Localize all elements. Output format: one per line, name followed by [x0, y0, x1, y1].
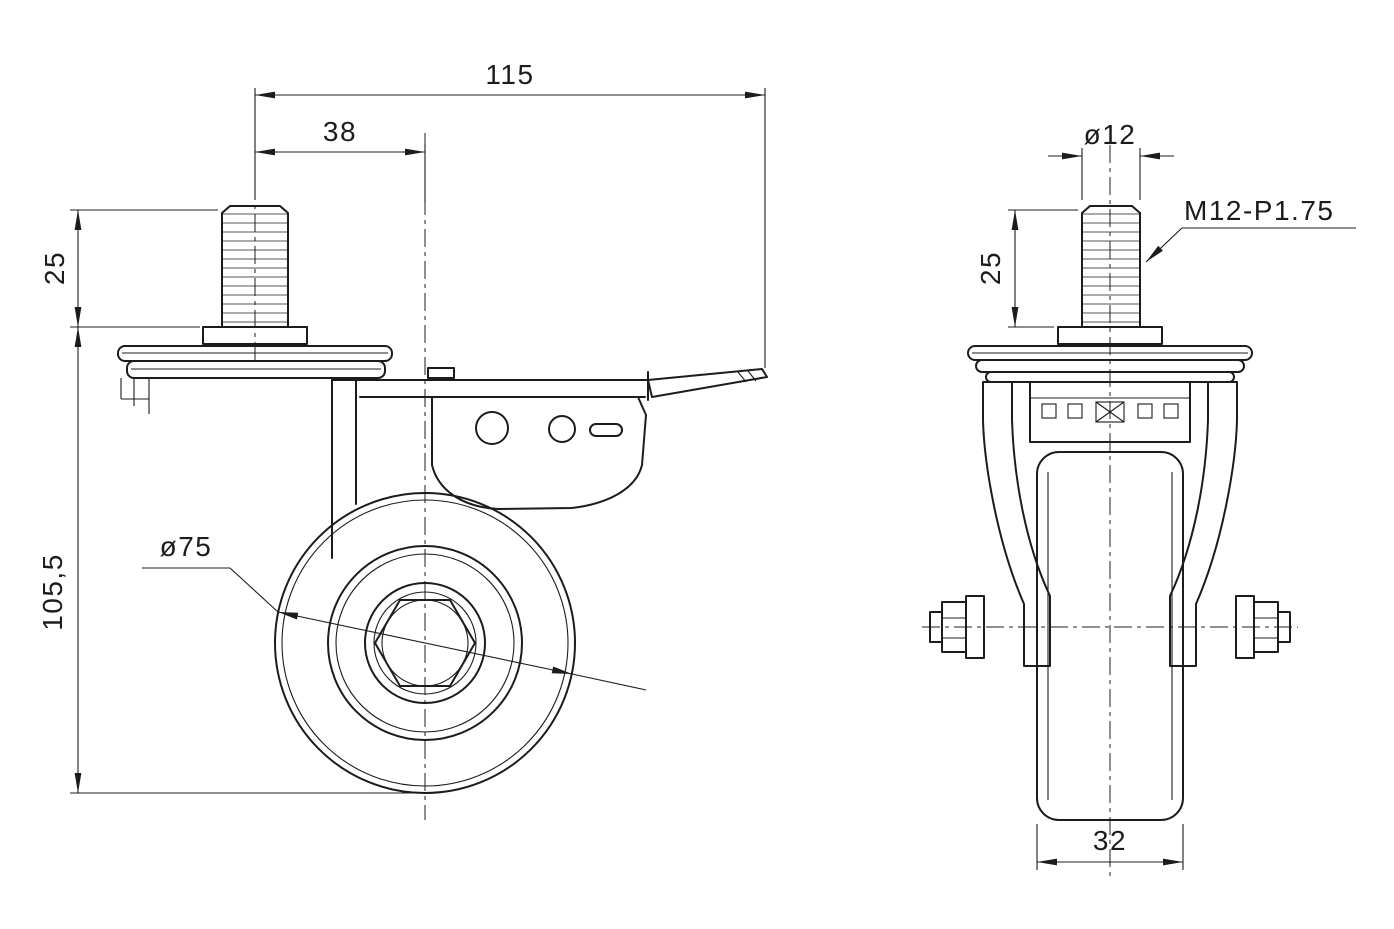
threaded-stem-front: [1057, 205, 1163, 345]
overall-length-label: 115: [485, 59, 534, 90]
wheel-width-label: 32: [1093, 825, 1127, 856]
axle-nut-right: [1235, 595, 1291, 659]
stem-washer-front: [1057, 326, 1163, 345]
dim-overall-height: 105,5: [37, 327, 425, 794]
stem-base-nut: [202, 326, 308, 345]
bracket-slot: [589, 423, 623, 437]
thread-spec-label: M12-P1.75: [1184, 195, 1334, 226]
swivel-plate-front: [967, 345, 1253, 383]
swivel-plate-side: [117, 345, 393, 379]
fork-edge-stubs: [120, 378, 150, 414]
swivel-offset-label: 38: [323, 116, 357, 147]
dim-stem-length-front: 25: [975, 209, 1078, 328]
stem-length-front-label: 25: [975, 251, 1006, 285]
wheel-front-outline: [1036, 451, 1184, 821]
overall-height-label: 105,5: [37, 553, 68, 631]
dim-overall-length: 115: [254, 59, 766, 368]
thread-hatching: [222, 213, 288, 323]
fork-leg-left: [982, 381, 1051, 667]
bracket-hole-2: [548, 415, 576, 443]
fork-leg-side: [331, 377, 357, 559]
dim-stem-diameter: ø12: [1048, 119, 1174, 200]
wheel-diameter-label: ø75: [160, 531, 213, 562]
fork-leg-right: [1169, 381, 1238, 667]
threaded-stem-side: [202, 205, 308, 345]
thread-spec-callout: M12-P1.75: [1145, 195, 1356, 263]
brake-pedal: [647, 368, 768, 398]
bearing-housing: [1029, 381, 1191, 443]
dim-swivel-offset: 38: [255, 116, 426, 202]
side-view: ø75 115 38 25: [37, 59, 768, 820]
dim-wheel-width: 32: [1036, 824, 1184, 870]
wheel-front: [1036, 451, 1184, 821]
bracket-hole-1: [475, 411, 509, 445]
swivel-bracket: [431, 396, 647, 510]
brake-pin: [427, 367, 455, 379]
axle-nut-left: [929, 595, 985, 659]
thread-hatching-front: [1082, 213, 1140, 323]
brake-housing: [331, 367, 649, 401]
stem-length-side-label: 25: [39, 251, 70, 285]
wheel-diameter-annotation: ø75: [142, 531, 647, 691]
dim-stem-length-side: 25: [39, 209, 218, 328]
stem-diameter-label: ø12: [1084, 119, 1137, 150]
front-view: ø12 M12-P1.75 25 32: [922, 119, 1356, 880]
